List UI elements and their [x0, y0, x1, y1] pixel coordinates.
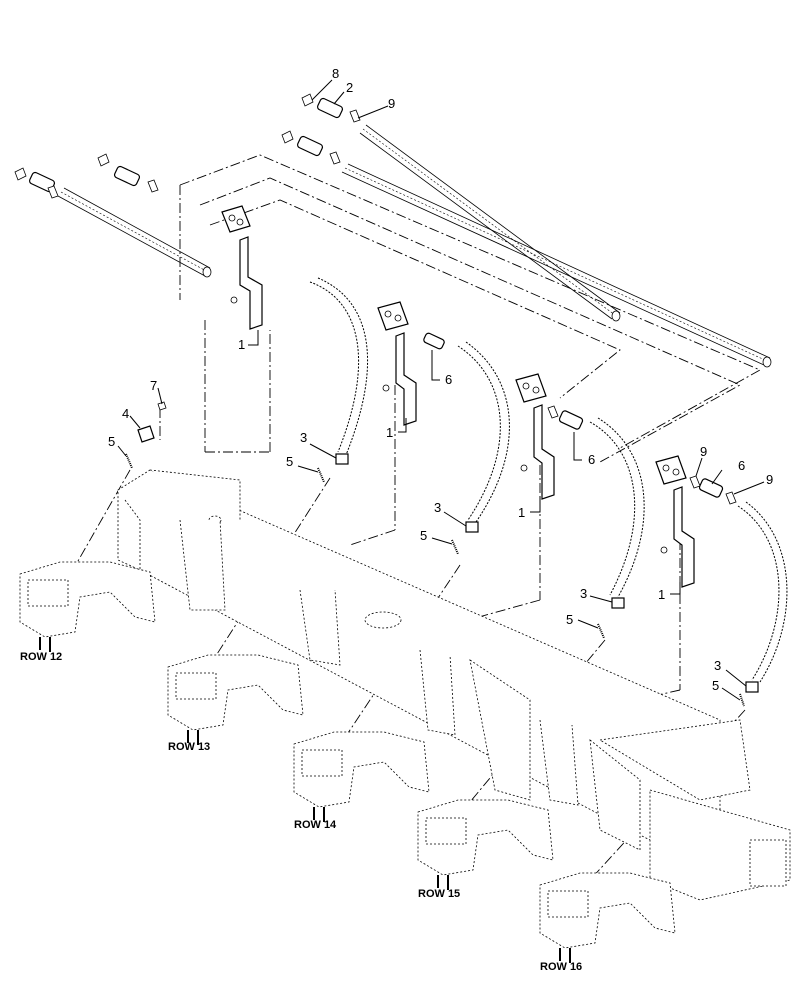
callout-5-e: 5: [712, 678, 719, 693]
callout-5-a: 5: [108, 434, 115, 449]
callout-4: 4: [122, 406, 129, 421]
bracket-1: [221, 205, 263, 330]
callout-1-bracket-1: 1: [238, 337, 245, 352]
row-label-13: ROW 13: [168, 741, 210, 753]
callout-3-a: 3: [300, 430, 307, 445]
row-label-14: ROW 14: [294, 819, 337, 831]
callout-3-c: 3: [580, 586, 587, 601]
callout-3-d: 3: [714, 658, 721, 673]
row-unit-13: [167, 654, 304, 745]
callouts: 8 2 9 1 1 1 1 6 6 6 9 9 7 4 5 3 5 3 5 3 …: [108, 66, 773, 693]
callout-1-bracket-4: 1: [658, 587, 665, 602]
callout-8: 8: [332, 66, 339, 81]
bracket-4: [655, 455, 695, 588]
callout-5-c: 5: [420, 528, 427, 543]
row-units: [19, 561, 676, 963]
callout-7: 7: [150, 378, 157, 393]
row-unit-14: [293, 731, 430, 822]
fitting-d: [97, 153, 159, 193]
fitting-b: [281, 130, 341, 165]
callout-5-d: 5: [566, 612, 573, 627]
callout-3-b: 3: [434, 500, 441, 515]
row-unit-15: [417, 799, 554, 890]
toolbar-frame: [117, 469, 791, 901]
callout-9-b: 9: [700, 444, 707, 459]
callout-9-top: 9: [388, 96, 395, 111]
hoses: [309, 277, 788, 683]
tube-assemblies: [57, 124, 772, 368]
bracket-2: [377, 301, 417, 426]
row-unit-12: [19, 561, 156, 652]
row-label-12: ROW 12: [20, 651, 62, 663]
row-unit-16: [539, 872, 676, 963]
mid-fittings: [423, 332, 737, 505]
small-fittings: [125, 401, 759, 707]
tube-2: [359, 124, 621, 322]
callout-2: 2: [346, 80, 353, 95]
callout-6-c: 6: [738, 458, 745, 473]
brackets: [221, 205, 695, 588]
callout-1-bracket-2: 1: [386, 425, 393, 440]
callout-9-c: 9: [766, 472, 773, 487]
fitting-c: [14, 167, 59, 199]
callout-6-b: 6: [588, 452, 595, 467]
bracket-3: [515, 373, 555, 500]
callout-6-a: 6: [445, 372, 452, 387]
leader-lines: [117, 79, 765, 701]
callout-5-b: 5: [286, 454, 293, 469]
row-label-16: ROW 16: [540, 961, 582, 973]
fitting-a: [301, 93, 361, 123]
top-fittings: [14, 93, 361, 199]
row-label-15: ROW 15: [418, 888, 460, 900]
tube-3: [341, 163, 772, 368]
row-labels: ROW 12 ROW 13 ROW 14 ROW 15 ROW 16: [20, 651, 582, 973]
callout-1-bracket-3: 1: [518, 505, 525, 520]
tube-1: [57, 187, 212, 278]
